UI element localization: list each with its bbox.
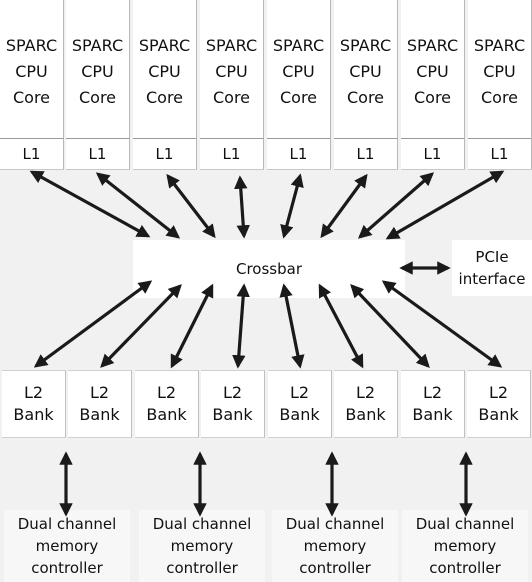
- cpu-core-7: SPARC CPU Core: [401, 0, 465, 138]
- double-arrow-icon: [385, 170, 505, 240]
- l2-bank-7: L2 Bank: [401, 370, 465, 438]
- memory-controller-4: Dual channel memory controller: [402, 510, 528, 582]
- double-arrow-icon: [29, 170, 151, 238]
- l2-bank-3: L2 Bank: [135, 370, 199, 438]
- l2-bank-4: L2 Bank: [201, 370, 265, 438]
- double-arrow-icon: [33, 280, 153, 368]
- cpu-core-3: SPARC CPU Core: [133, 0, 197, 138]
- double-arrow-icon: [320, 173, 368, 239]
- memory-controller-3: Dual channel memory controller: [272, 510, 398, 582]
- l1-cache-8: L1: [468, 138, 532, 170]
- cpu-core-4: SPARC CPU Core: [200, 0, 264, 138]
- double-arrow-icon: [232, 283, 250, 369]
- double-arrow-icon: [279, 283, 305, 369]
- double-arrow-icon: [350, 284, 430, 368]
- l2-bank-5: L2 Bank: [268, 370, 332, 438]
- double-arrow-icon: [166, 173, 216, 239]
- l1-cache-6: L1: [334, 138, 398, 170]
- l1-cache-1: L1: [0, 138, 64, 170]
- cpu-core-5: SPARC CPU Core: [267, 0, 331, 138]
- cpu-core-6: SPARC CPU Core: [334, 0, 398, 138]
- l1-cache-5: L1: [267, 138, 331, 170]
- cpu-core-8: SPARC CPU Core: [468, 0, 532, 138]
- double-arrow-icon: [95, 172, 181, 239]
- l1-cache-7: L1: [401, 138, 465, 170]
- memory-controller-1: Dual channel memory controller: [4, 510, 130, 582]
- cpu-core-2: SPARC CPU Core: [66, 0, 130, 138]
- l2-bank-2: L2 Bank: [68, 370, 132, 438]
- double-arrow-icon: [381, 280, 503, 368]
- l2-bank-6: L2 Bank: [334, 370, 398, 438]
- l1-cache-2: L1: [66, 138, 130, 170]
- l1-cache-3: L1: [133, 138, 197, 170]
- double-arrow-icon: [100, 284, 182, 368]
- double-arrow-icon: [318, 283, 364, 369]
- cpu-core-1: SPARC CPU Core: [0, 0, 64, 138]
- double-arrow-icon: [357, 172, 435, 239]
- double-arrow-icon: [280, 173, 304, 239]
- double-arrow-icon: [234, 175, 250, 239]
- l2-bank-1: L2 Bank: [2, 370, 66, 438]
- l2-bank-8: L2 Bank: [467, 370, 531, 438]
- double-arrow-icon: [170, 283, 214, 369]
- l1-cache-4: L1: [200, 138, 264, 170]
- memory-controller-2: Dual channel memory controller: [139, 510, 265, 582]
